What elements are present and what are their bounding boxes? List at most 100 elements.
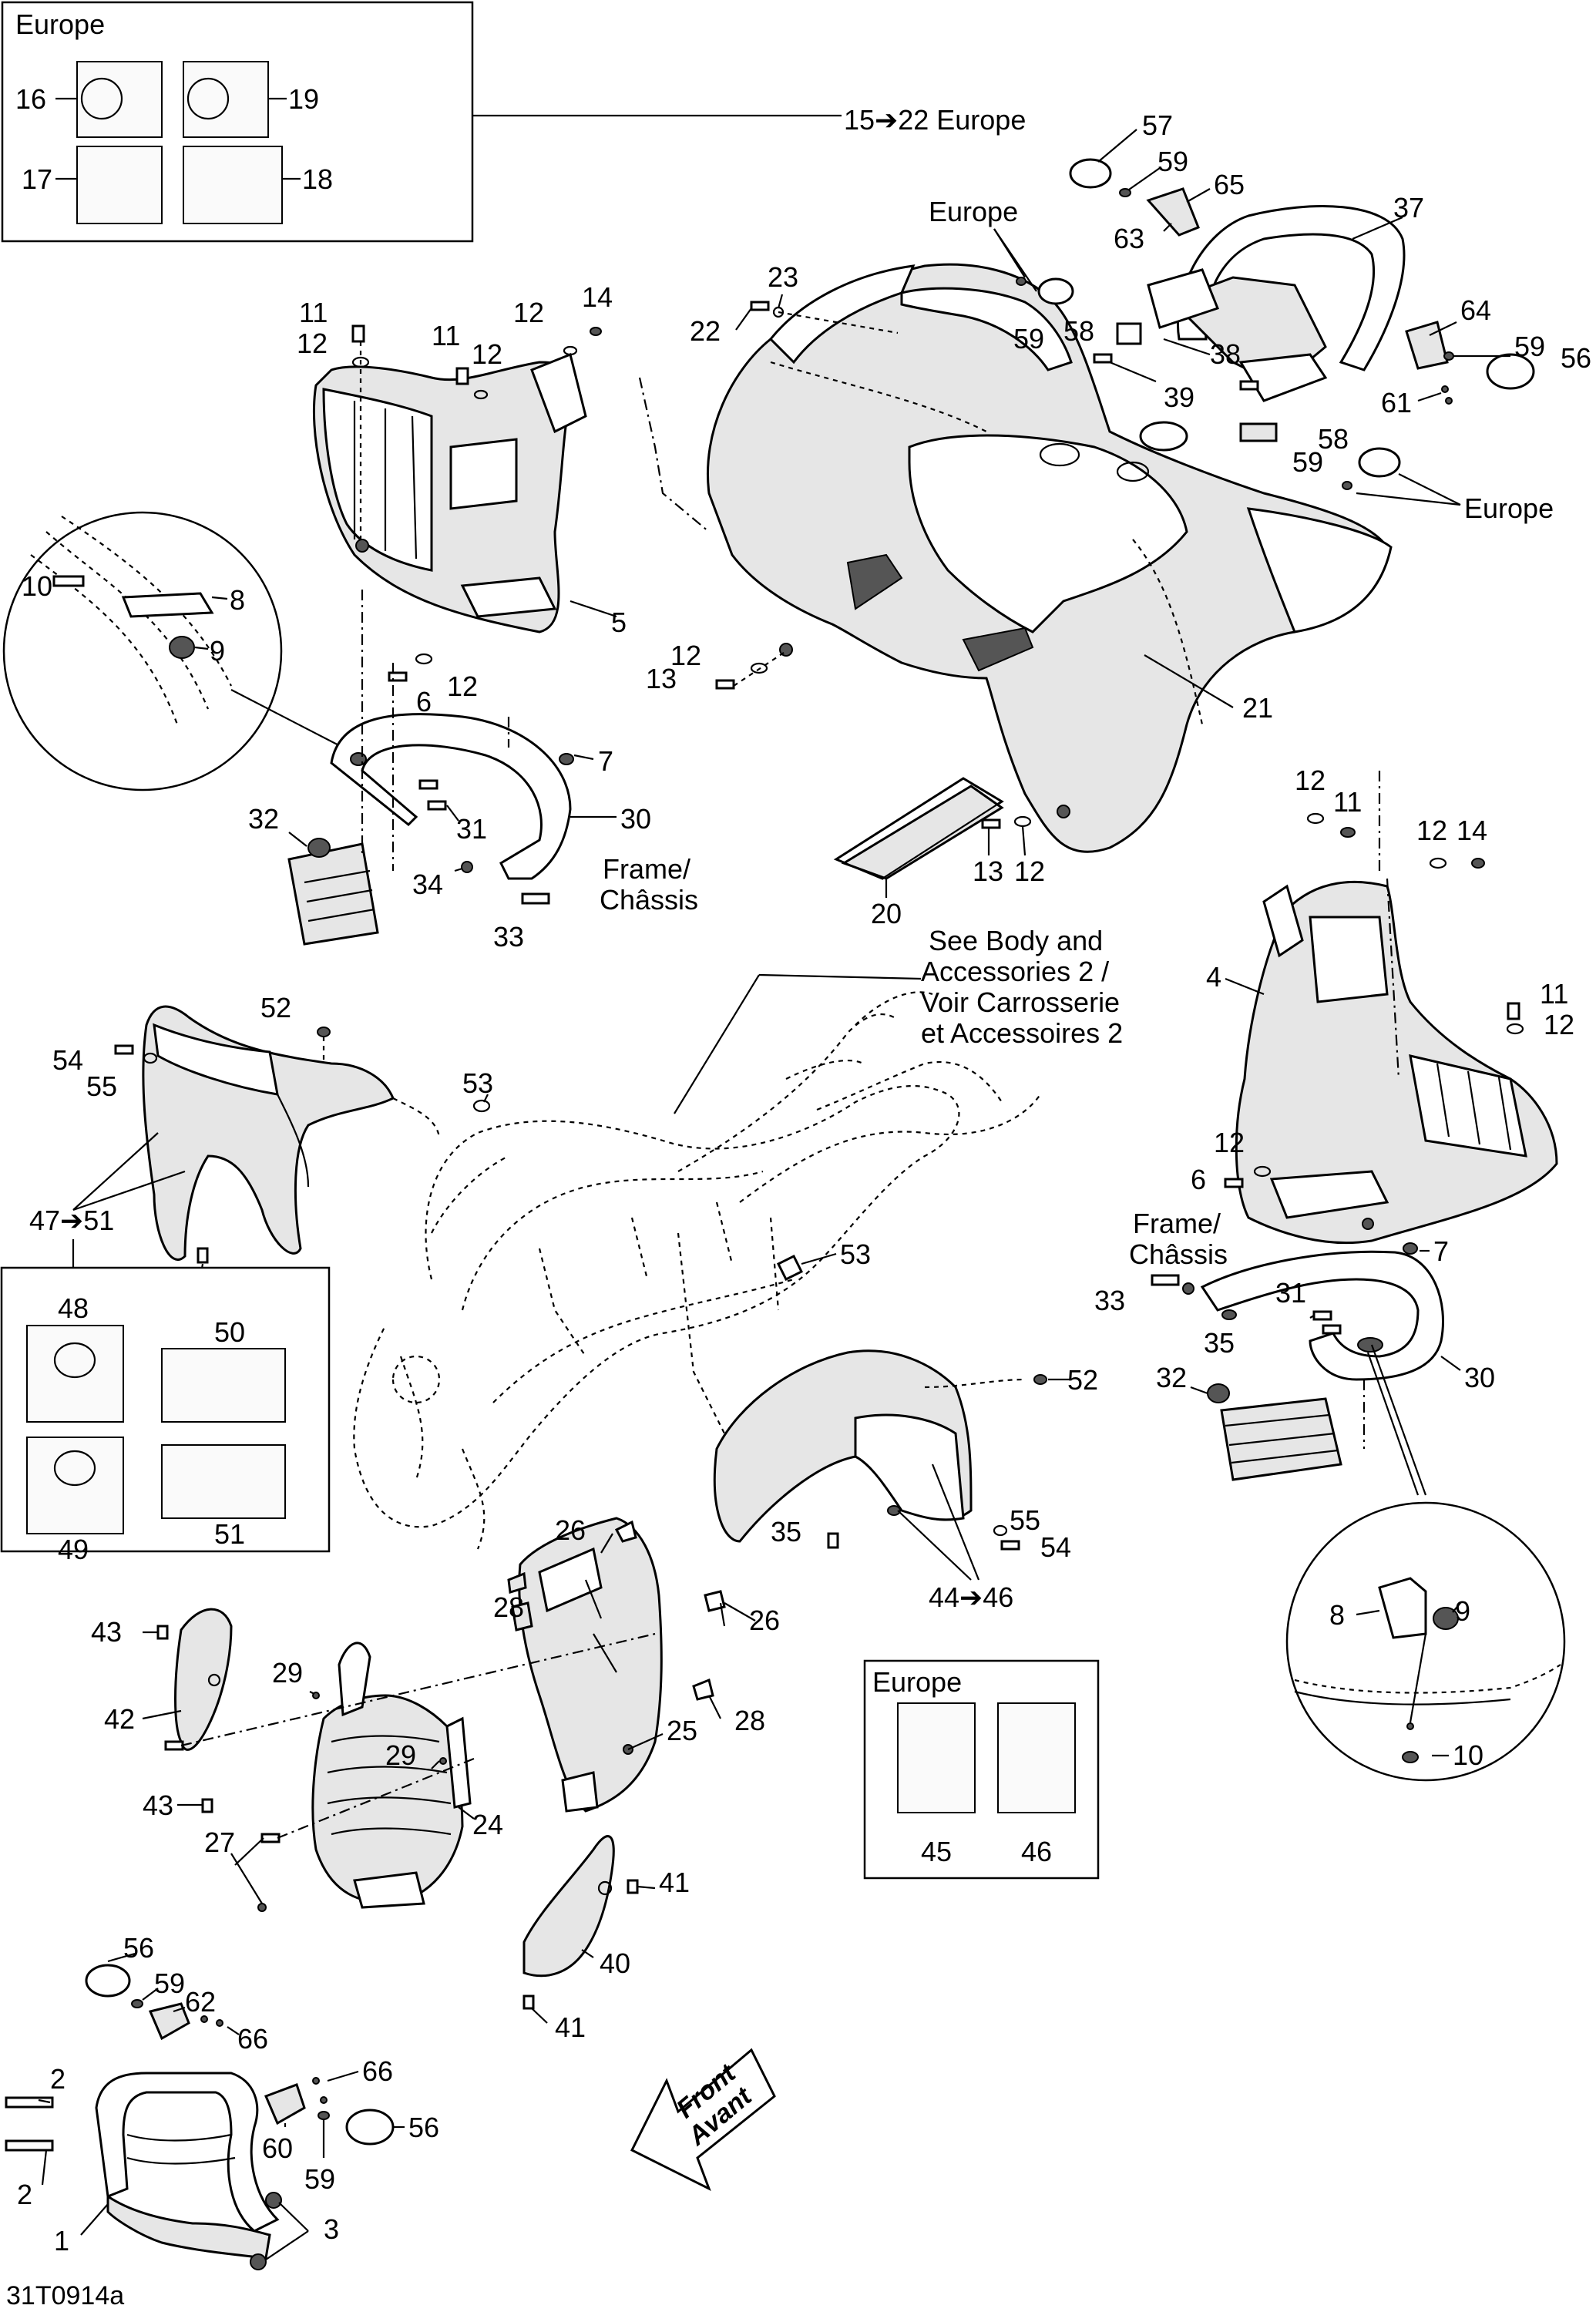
rear-fender-assembly: [707, 263, 1393, 853]
diagram-code: 31T0914a: [6, 2281, 124, 2310]
label-19: 19: [288, 83, 319, 115]
label-46: 46: [1021, 1836, 1052, 1867]
label-17: 17: [22, 163, 52, 195]
label-65: 65: [1214, 169, 1245, 200]
label-50: 50: [214, 1316, 245, 1348]
callout-europe-right: Europe: [1464, 492, 1554, 524]
label-12-fw2: 12: [472, 338, 502, 370]
decal-19: [183, 61, 269, 138]
decal-17: [76, 146, 163, 224]
label-8-detail-left: 8: [230, 584, 245, 616]
fasteners-footwell-left: 11 12 11 12 12 14 6 12: [297, 281, 613, 717]
front-grille-24: 24 29 29: [272, 1642, 503, 1909]
label-41-top: 41: [659, 1867, 690, 1898]
label-64: 64: [1460, 294, 1491, 326]
label-35-right: 35: [1204, 1327, 1235, 1359]
europe-seat-caps: Europe 58 59: [929, 196, 1094, 355]
label-11-fw2: 11: [432, 320, 460, 351]
label-30-left: 30: [620, 803, 651, 835]
rear-storage-tub: [908, 434, 1188, 633]
detail-circle-right: 8 9 10: [1285, 1501, 1566, 1782]
label-43-bottom: 43: [143, 1789, 173, 1821]
front-direction-arrow: Front Avant: [630, 2048, 776, 2192]
label-62: 62: [185, 1986, 216, 2018]
fastener-12-13-fender: 12 13: [646, 640, 787, 694]
label-59-top: 59: [1158, 146, 1188, 177]
label-53-mid: 53: [840, 1238, 871, 1270]
europe-decal-box-top: Europe 16 19 17 18: [1, 1, 842, 243]
front-arrow-icon: [630, 2048, 776, 2192]
decal-45: [897, 1702, 976, 1813]
label-13-under: 13: [973, 855, 1003, 887]
label-60: 60: [262, 2132, 293, 2164]
label-31-left: 31: [456, 813, 487, 845]
label-49: 49: [58, 1534, 89, 1565]
label-12-fw: 12: [297, 328, 328, 359]
label-6-fw: 6: [416, 686, 432, 717]
label-59-left: 59: [154, 1968, 185, 1999]
label-58-right: 58: [1318, 423, 1349, 455]
label-4: 4: [1206, 961, 1221, 993]
label-59-right: 59: [1514, 331, 1545, 362]
label-48: 48: [58, 1292, 89, 1324]
label-66-right: 66: [362, 2055, 393, 2087]
left-foot-peg-rubber: [287, 842, 379, 946]
label-22: 22: [690, 315, 721, 347]
label-7-right: 7: [1433, 1235, 1449, 1267]
rear-rack-assembly: 37: [1147, 192, 1424, 402]
label-27: 27: [204, 1826, 235, 1858]
callout-europe-seat: Europe: [929, 196, 1018, 227]
label-59-bumper: 59: [304, 2163, 335, 2195]
fastener-53: 53 53: [462, 1067, 871, 1282]
label-16: 16: [15, 83, 46, 115]
label-5: 5: [611, 607, 627, 638]
label-28-left: 28: [493, 1591, 524, 1623]
callout-frame-left-2: Châssis: [600, 884, 698, 916]
label-20: 20: [871, 898, 902, 929]
label-53-top: 53: [462, 1067, 493, 1099]
decal-46: [997, 1702, 1076, 1813]
left-footwell-5: 5: [312, 352, 627, 638]
label-9-detail-left: 9: [210, 635, 225, 667]
bumper-caps-left: 56 59 62 66: [85, 1932, 268, 2055]
label-8-detail-right: 8: [1329, 1599, 1345, 1631]
label-42: 42: [104, 1703, 135, 1735]
label-12-fwr4: 12: [1214, 1127, 1245, 1158]
label-29-mid: 29: [385, 1739, 416, 1771]
bumper-caps-right: 66 60 59 56: [262, 2055, 439, 2195]
label-56-bumper: 56: [408, 2112, 439, 2143]
see-body-line1: See Body and: [929, 925, 1103, 956]
heat-shield-20: 20: [833, 777, 1004, 929]
decal-48: [26, 1325, 124, 1423]
decal-16: [76, 61, 163, 138]
label-26-right: 26: [749, 1605, 780, 1636]
label-21: 21: [1242, 692, 1273, 724]
fasteners-27: 27: [164, 1632, 656, 1912]
label-10-detail-right: 10: [1453, 1739, 1483, 1771]
label-32-left: 32: [248, 803, 279, 835]
callout-group-47-51: 47➔51: [29, 1205, 114, 1236]
fastener-12-13-under: 13 12: [973, 815, 1045, 887]
label-2-bottom: 2: [17, 2179, 32, 2210]
label-12-under: 12: [1014, 855, 1045, 887]
label-45: 45: [921, 1836, 952, 1867]
decal-box-48-51: 48 50 49 51: [0, 1266, 331, 1565]
label-51: 51: [214, 1518, 245, 1550]
label-28-right: 28: [734, 1705, 765, 1736]
right-footrest-30: Frame/ Châssis 7 31 30 32 33 35: [1094, 1208, 1495, 1496]
label-59-seat: 59: [1013, 323, 1044, 355]
front-fender-left: 54 55 52 36 47➔51: [29, 992, 441, 1311]
label-55-right: 55: [1010, 1504, 1040, 1536]
label-33-left: 33: [493, 921, 524, 953]
label-12-fw4: 12: [447, 670, 478, 702]
label-34: 34: [412, 869, 443, 900]
decal-51: [161, 1444, 286, 1519]
callout-group-44-46: 44➔46: [929, 1581, 1013, 1613]
label-56-left: 56: [123, 1932, 154, 1964]
label-55-left: 55: [86, 1070, 117, 1102]
label-11-fw: 11: [299, 297, 328, 328]
front-body-panel-25: 26 26 28 28 25: [493, 1514, 780, 1813]
label-25: 25: [667, 1715, 697, 1746]
rear-caps-right: 64 59 56 61: [1381, 294, 1591, 418]
leader-21: [1144, 654, 1234, 708]
